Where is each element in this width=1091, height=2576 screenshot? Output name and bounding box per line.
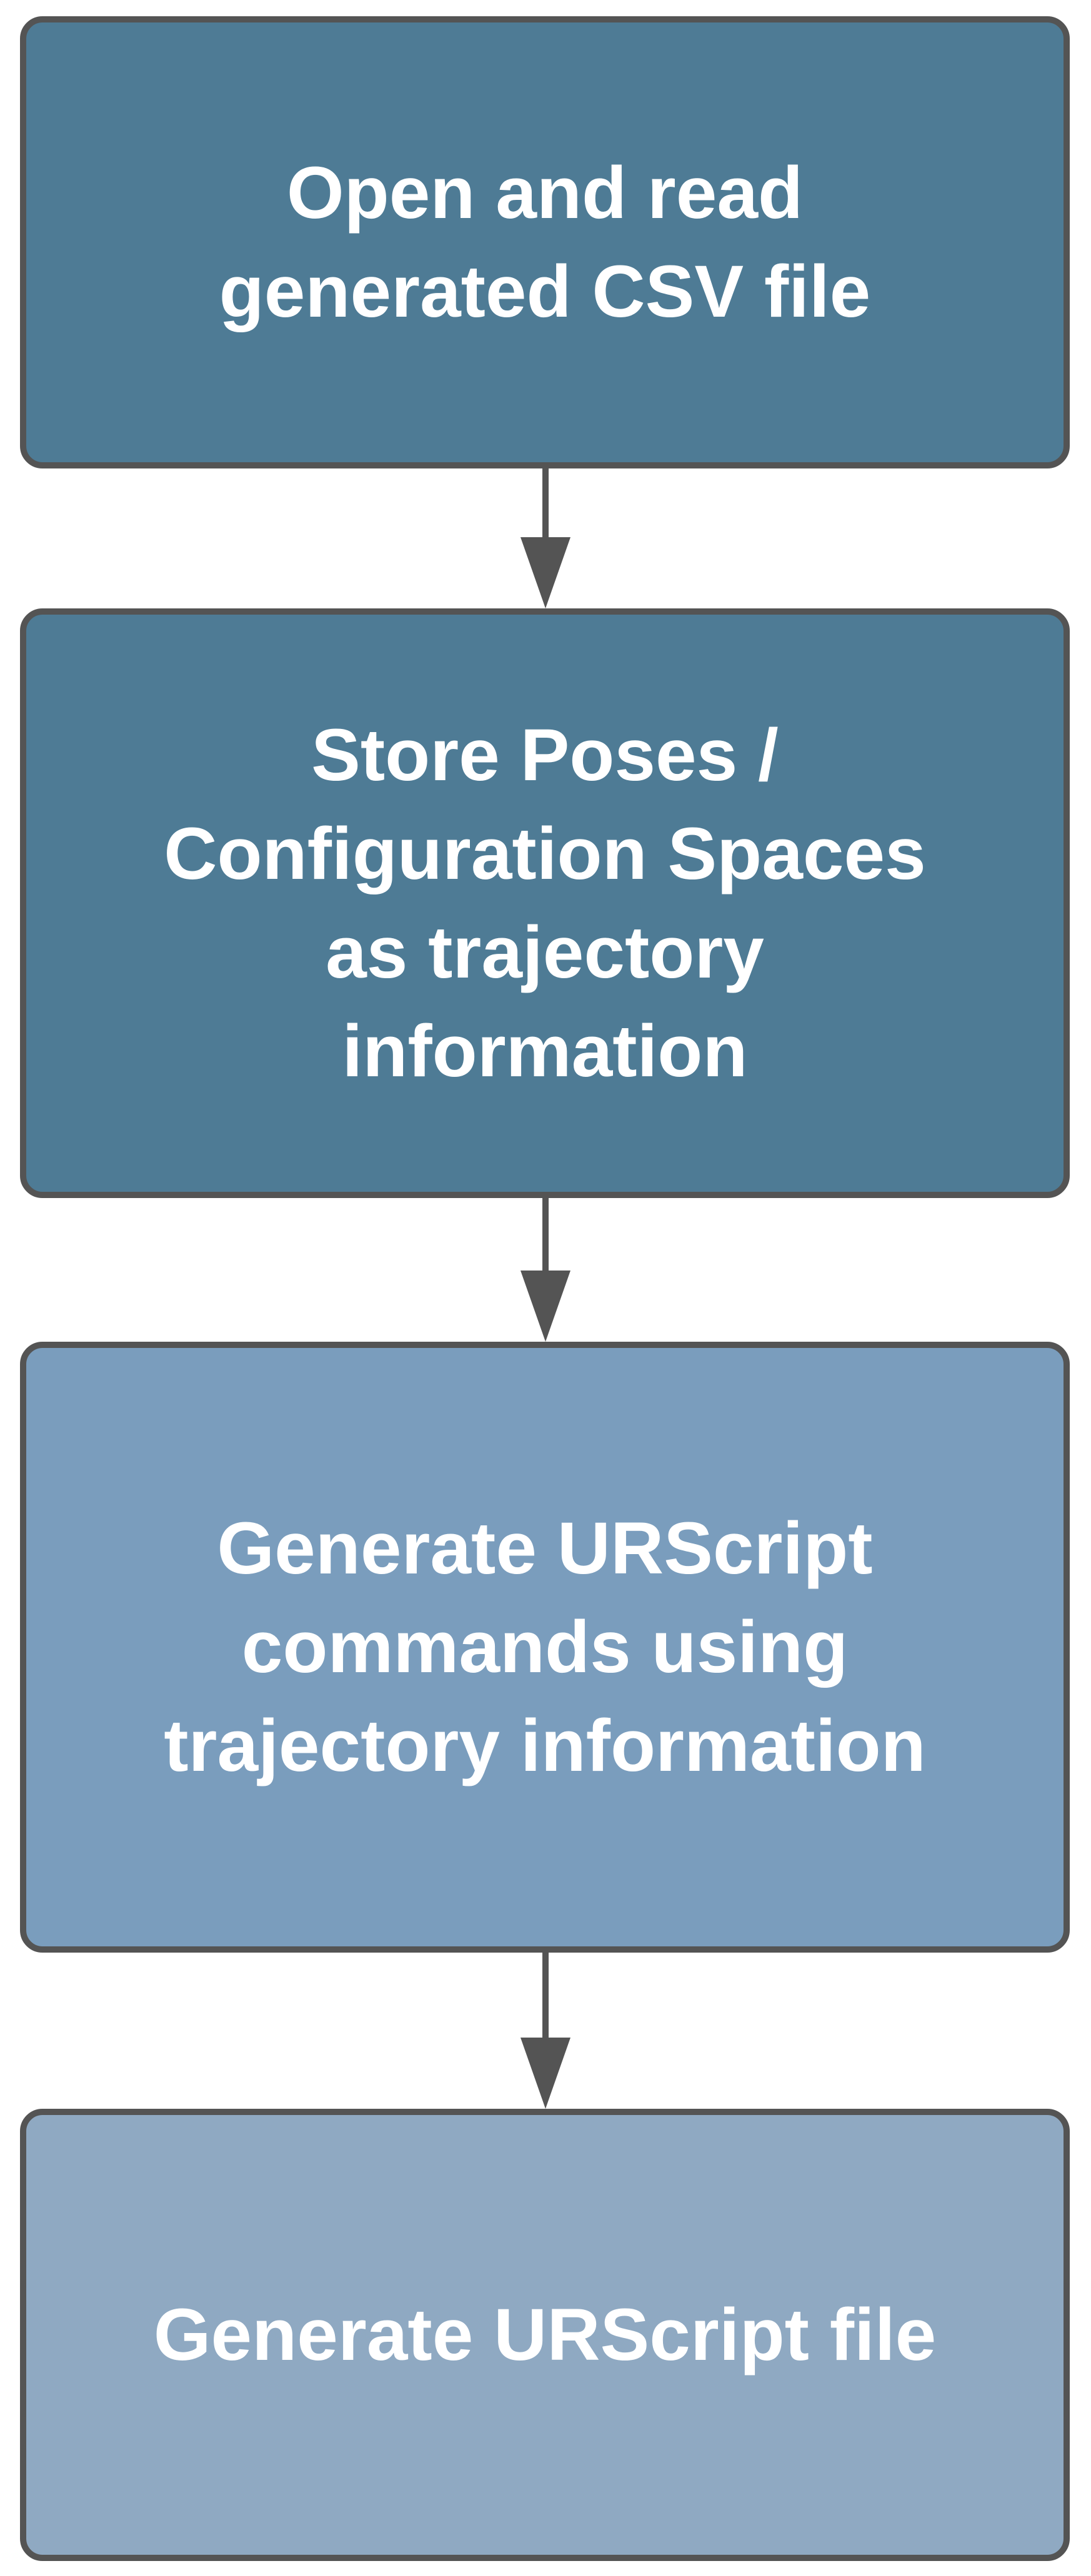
arrow-open-to-store <box>521 468 570 608</box>
step-store-poses: Store Poses / Configuration Spaces as tr… <box>20 608 1070 1198</box>
arrow-commands-to-file <box>521 1953 570 2109</box>
step-generate-commands: Generate URScript commands using traject… <box>20 1342 1070 1953</box>
step-generate-commands-label: Generate URScript commands using traject… <box>164 1507 926 1787</box>
step-open-csv: Open and read generated CSV file <box>20 16 1070 468</box>
step-generate-file: Generate URScript file <box>20 2109 1070 2561</box>
step-open-csv-label: Open and read generated CSV file <box>219 152 871 333</box>
step-store-poses-label: Store Poses / Configuration Spaces as tr… <box>164 714 926 1092</box>
step-generate-file-label: Generate URScript file <box>153 2294 937 2376</box>
arrow-store-to-commands <box>521 1198 570 1342</box>
